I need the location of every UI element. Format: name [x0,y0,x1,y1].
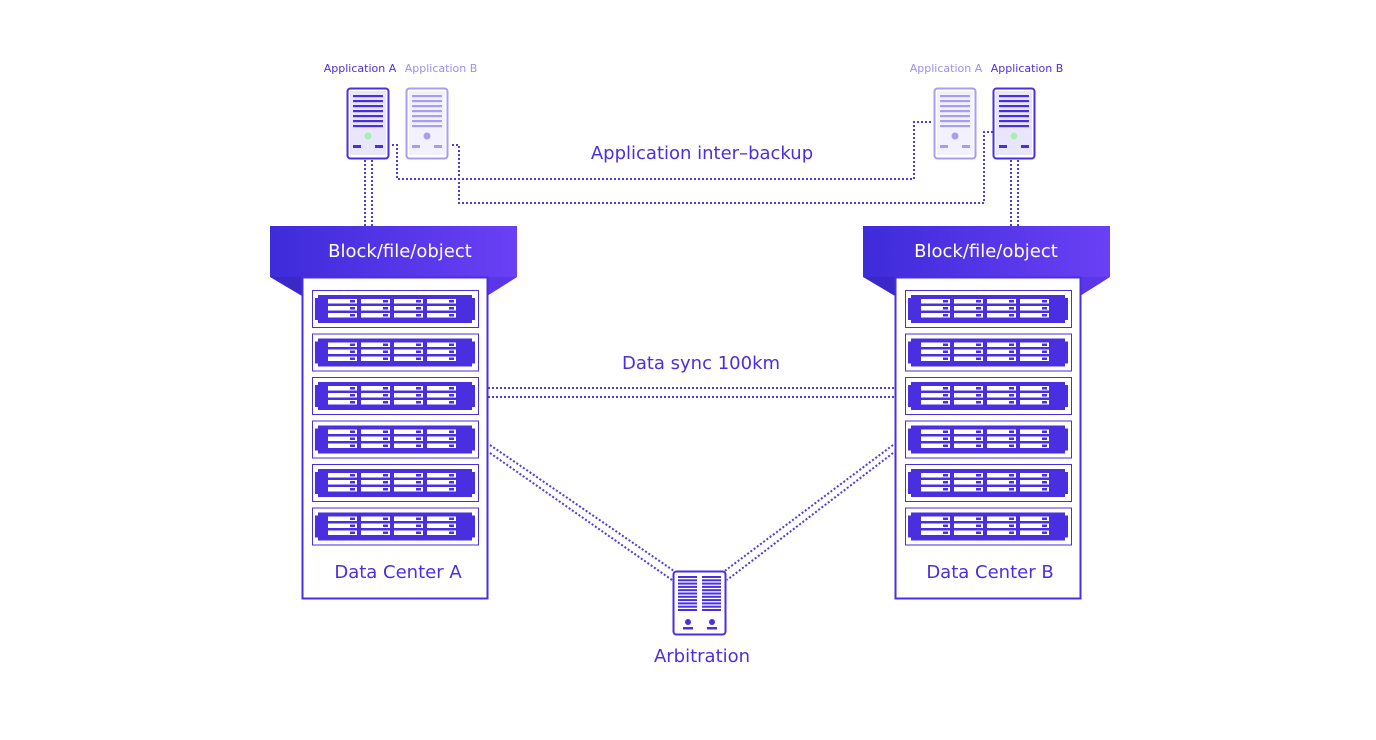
arbitration-server-icon [672,570,727,636]
arb-link-left-2 [489,452,673,581]
left-app-b-server-icon [405,87,449,160]
rack-unit-right-4 [905,420,1072,459]
backup-link-app-b [452,131,993,204]
storage-bar-label-right: Block/file/object [914,241,1058,262]
rack-unit-left-5 [312,464,479,502]
rack-unit-right-1 [905,290,1072,328]
rack-unit-left-6 [312,507,479,546]
rack-unit-left-4 [312,420,479,459]
left-app-a-label: Application A [324,62,397,75]
left-app-b-label: Application B [405,62,478,75]
right-app-b-server-icon [992,87,1036,160]
datacenter-a-cabinet: Data Center A [301,276,489,600]
rack-unit-right-5 [905,464,1072,502]
rack-unit-right-6 [905,507,1072,546]
datacenter-b-label: Data Center B [926,562,1053,583]
storage-bar-label-left: Block/file/object [328,241,472,262]
backup-link-app-a [392,121,933,180]
rack-unit-left-2 [312,333,479,372]
rack-unit-right-2 [905,333,1072,372]
arb-link-left-1 [489,444,678,574]
connection-lines [364,121,1019,581]
rack-units-left [312,290,479,546]
datacenter-b-cabinet: Data Center B [894,276,1082,600]
datacenter-a-label: Data Center A [334,562,462,583]
rack-unit-right-3 [905,377,1072,415]
right-app-a-label: Application A [910,62,983,75]
app-backup-label: Application inter–backup [591,143,813,164]
rack-units-right [905,290,1072,546]
storage-bar-left: Block/file/object [270,226,517,296]
arbitration-label: Arbitration [654,646,750,667]
right-app-a-server-icon [933,87,977,160]
data-sync-label: Data sync 100km [622,353,780,374]
left-app-a-server-icon [346,87,390,160]
arb-link-right-2 [726,452,894,581]
storage-bar-right: Block/file/object [863,226,1110,296]
arb-link-right-1 [721,444,894,574]
rack-unit-left-1 [312,290,479,328]
application-servers [346,87,1036,160]
rack-unit-left-3 [312,377,479,415]
right-app-b-label: Application B [991,62,1064,75]
